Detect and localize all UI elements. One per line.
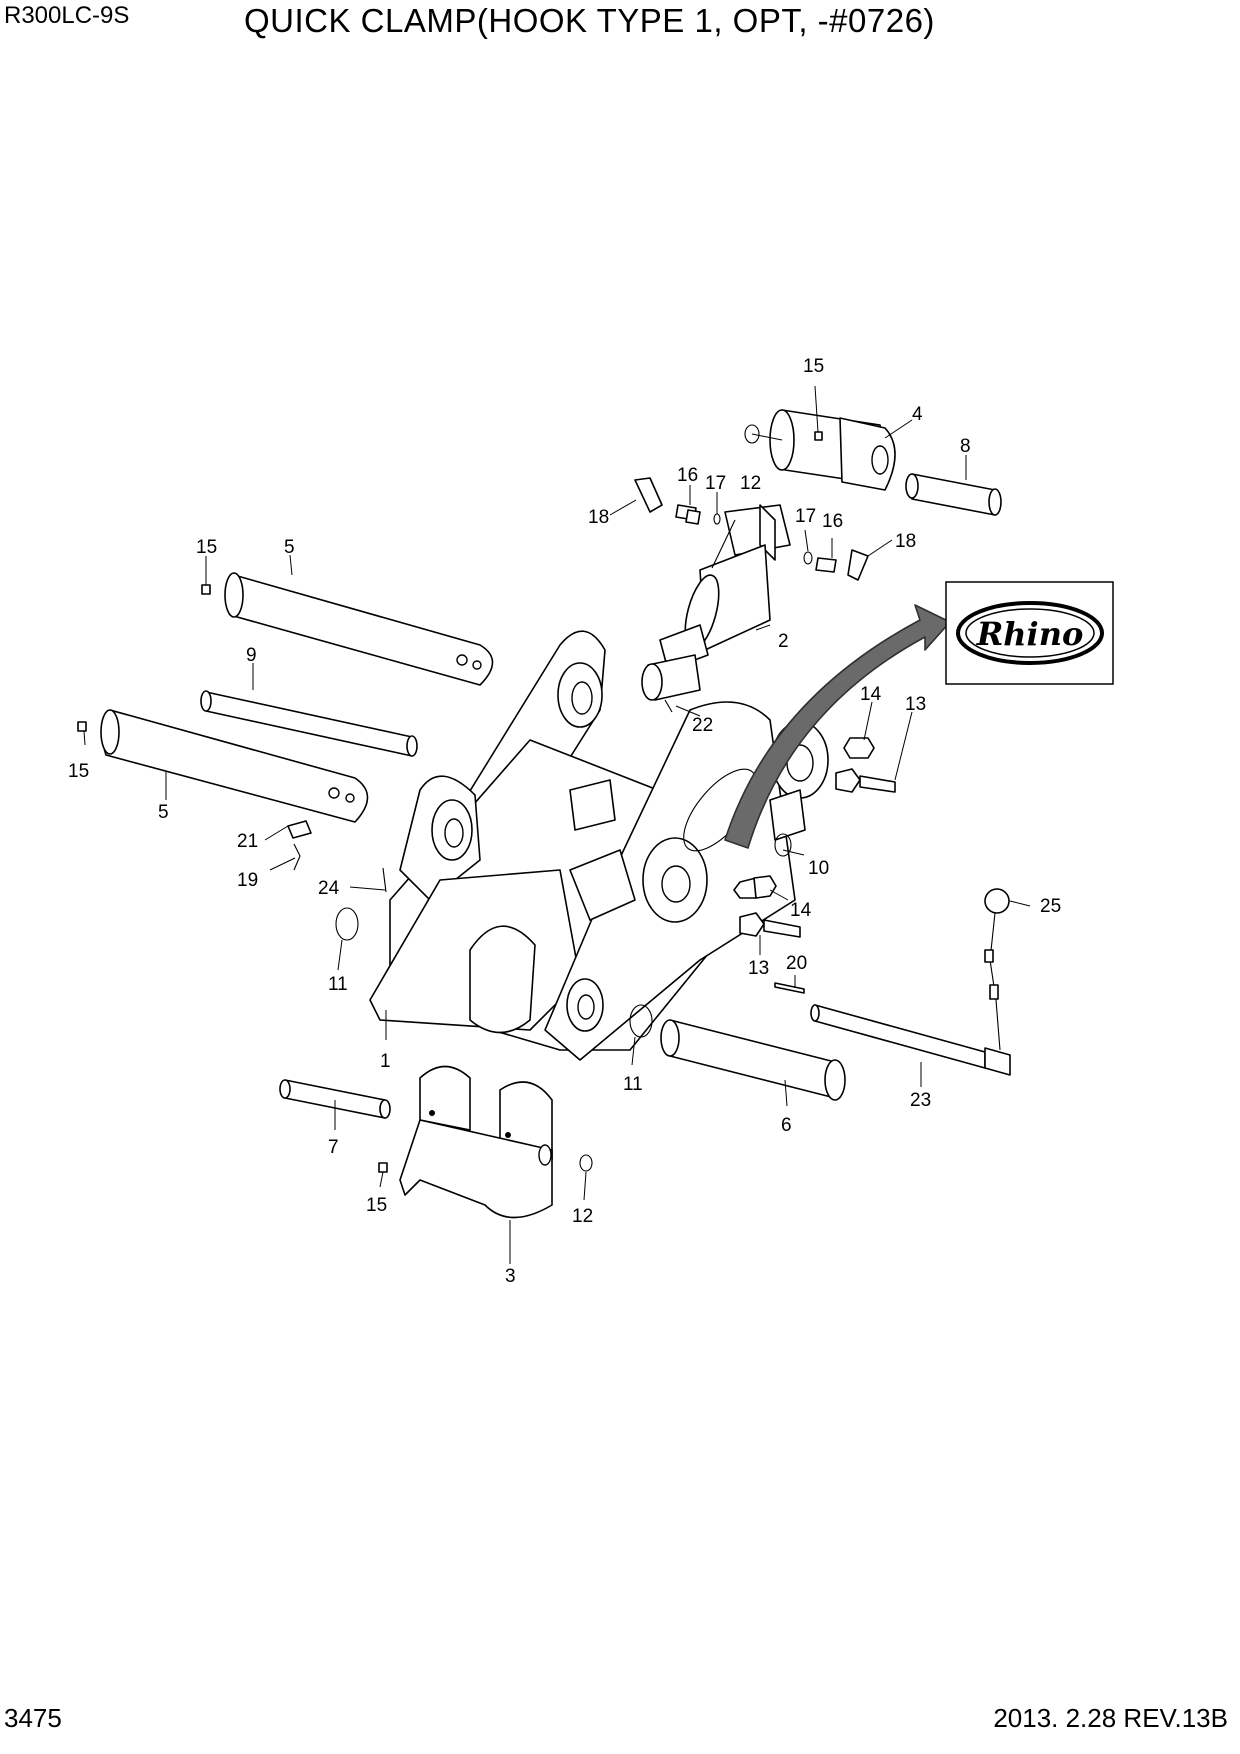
part-9-thin-pin [200, 690, 418, 757]
leader-lines [83, 385, 1031, 1264]
part-25-ring-lanyard [984, 888, 1010, 1051]
part-7-pin [279, 1079, 391, 1119]
callout-5: 5 [158, 802, 169, 823]
model-label: R300LC-9S [4, 2, 130, 29]
callout-17: 17 [705, 473, 726, 494]
callout-14: 14 [860, 684, 882, 705]
callout-18: 18 [895, 531, 916, 552]
callout-15: 15 [196, 537, 217, 558]
page-number: 3475 [4, 1703, 62, 1733]
rhino-logo: Rhino [945, 581, 1114, 685]
callout-23: 23 [910, 1090, 931, 1111]
revision-label: 2013. 2.28 REV.13B [993, 1703, 1228, 1733]
callout-9: 9 [246, 645, 257, 666]
part-4-hook-block [769, 409, 896, 491]
part-6-pin [660, 1019, 846, 1101]
logo-arrow [724, 604, 951, 849]
callout-11: 11 [328, 974, 348, 995]
callout-5: 5 [284, 537, 295, 558]
callout-16: 16 [822, 511, 843, 532]
callout-20: 20 [786, 953, 807, 974]
callout-13: 13 [905, 694, 926, 715]
part-5-upper-pin [224, 572, 494, 686]
callout-13: 13 [748, 958, 769, 979]
callout-10: 10 [808, 858, 829, 879]
callout-11: 11 [623, 1074, 643, 1095]
callout-19: 19 [237, 870, 258, 891]
callout-25: 25 [1040, 896, 1061, 917]
callout-12: 12 [572, 1206, 593, 1227]
callout-18: 18 [588, 507, 609, 528]
page-title: QUICK CLAMP(HOOK TYPE 1, OPT, -#0726) [244, 2, 935, 39]
callout-15: 15 [366, 1195, 387, 1216]
part-1-frame [369, 630, 829, 1061]
svg-text:Rhino: Rhino [976, 615, 1084, 653]
callout-17: 17 [795, 506, 816, 527]
callout-4: 4 [912, 404, 923, 425]
callout-14: 14 [790, 900, 812, 921]
callout-21: 21 [237, 831, 258, 852]
callout-24: 24 [318, 878, 340, 899]
part-2-cylinder [641, 504, 791, 701]
part-3-hook [399, 1065, 553, 1219]
part-23-lock-rod [810, 1004, 1011, 1076]
callout-2: 2 [778, 631, 789, 652]
callout-8: 8 [960, 436, 971, 457]
callout-15: 15 [803, 356, 824, 377]
callout-1: 1 [380, 1051, 391, 1072]
callout-15: 15 [68, 761, 89, 782]
callout-numbers: 15 4 8 16 17 12 18 17 16 18 15 5 2 9 22 … [68, 356, 1061, 1287]
callout-16: 16 [677, 465, 698, 486]
part-5-lower-pin [100, 709, 369, 823]
part-8-short-pin [905, 473, 1002, 516]
small-hardware [77, 424, 896, 1173]
callout-3: 3 [505, 1266, 516, 1287]
callout-6: 6 [781, 1115, 792, 1136]
callout-12: 12 [740, 473, 761, 494]
callout-22: 22 [692, 715, 713, 736]
callout-7: 7 [328, 1137, 339, 1158]
